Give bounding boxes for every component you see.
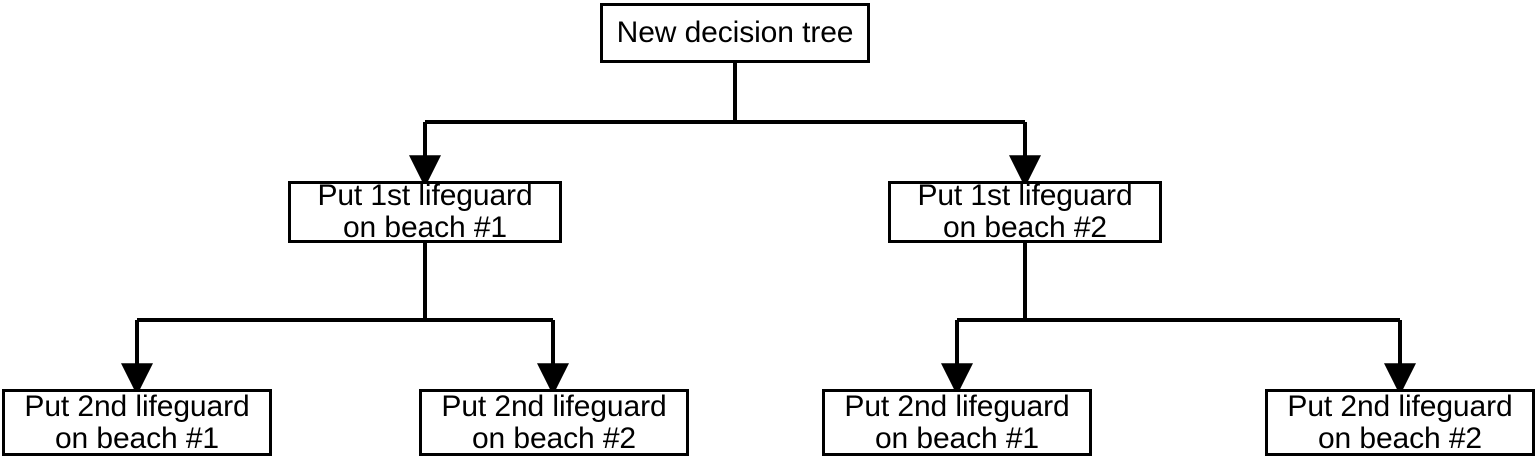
edge-l2beach2-to-children xyxy=(941,243,1416,396)
node-l3-a: Put 2nd lifeguard on beach #1 xyxy=(2,389,272,456)
node-root-label: New decision tree xyxy=(616,16,854,50)
node-root: New decision tree xyxy=(600,3,870,63)
node-l2-beach2: Put 1st lifeguard on beach #2 xyxy=(888,179,1162,244)
node-l3-b: Put 2nd lifeguard on beach #2 xyxy=(419,389,689,456)
node-l2-beach2-label: Put 1st lifeguard on beach #2 xyxy=(917,179,1133,244)
node-l2-beach1-label: Put 1st lifeguard on beach #1 xyxy=(317,179,533,244)
node-l3-c-label: Put 2nd lifeguard on beach #1 xyxy=(844,389,1070,455)
node-l3-d-label: Put 2nd lifeguard on beach #2 xyxy=(1287,389,1513,455)
node-l3-b-label: Put 2nd lifeguard on beach #2 xyxy=(441,389,667,455)
edge-l2beach1-to-children xyxy=(121,243,569,396)
node-l2-beach1: Put 1st lifeguard on beach #1 xyxy=(288,179,562,244)
edge-root-to-level2 xyxy=(409,63,1041,188)
node-l3-d: Put 2nd lifeguard on beach #2 xyxy=(1265,389,1535,456)
node-l3-a-label: Put 2nd lifeguard on beach #1 xyxy=(24,389,250,455)
node-l3-c: Put 2nd lifeguard on beach #1 xyxy=(822,389,1092,456)
